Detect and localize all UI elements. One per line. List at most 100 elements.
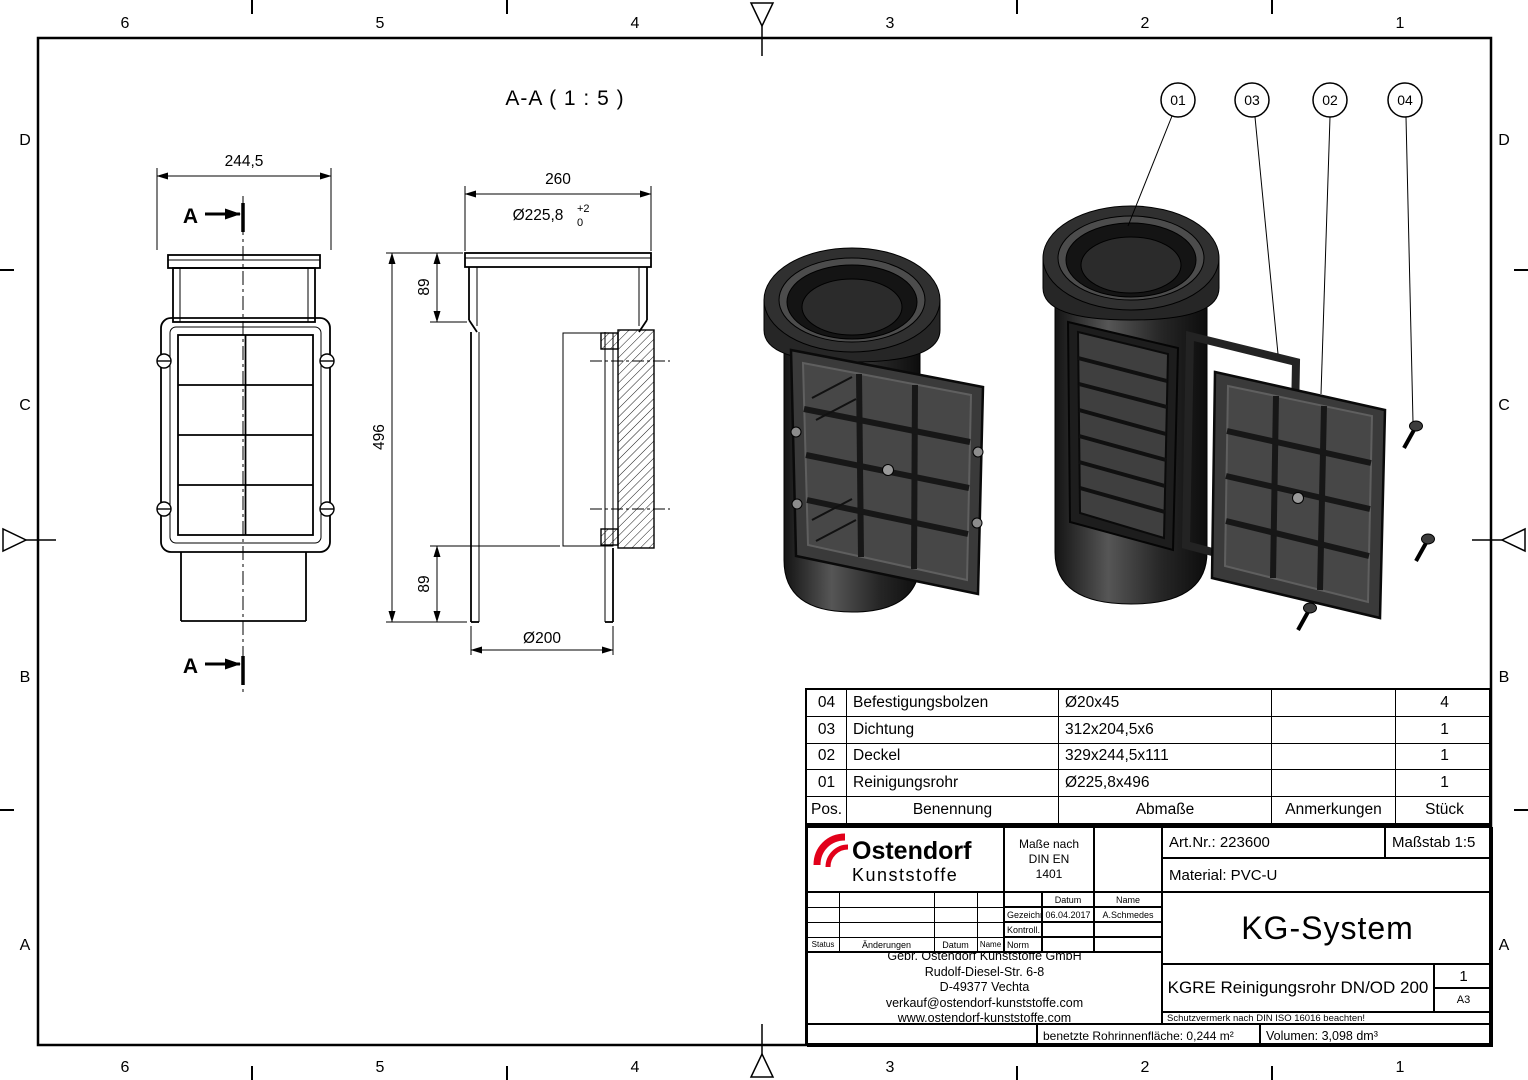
svg-text:C: C [19, 397, 31, 414]
revision-line [839, 892, 840, 952]
balloon-02: 02 [1312, 82, 1348, 395]
revision-line [934, 892, 935, 952]
louvers-assembled [811, 376, 857, 542]
svg-text:260: 260 [545, 171, 571, 188]
protection-note: Schutzvermerk nach DIN ISO 16016 beachte… [1162, 1012, 1493, 1024]
svg-text:A: A [20, 937, 31, 954]
rev-aenderungen-label: Änderungen [861, 939, 912, 950]
company-line5: www.ostendorf-kunststoffe.com [897, 1011, 1072, 1024]
part-qty: 4 [1440, 693, 1449, 711]
svg-text:496: 496 [371, 424, 388, 450]
revision-line [977, 892, 978, 952]
fixing-bolts [1296, 420, 1435, 631]
header-qty: Stück [1425, 801, 1464, 819]
empty-cell [1094, 827, 1162, 892]
svg-text:1: 1 [1396, 1059, 1405, 1076]
sig-norm-label: Norm [1004, 937, 1042, 952]
part-name: Deckel [847, 743, 1059, 770]
svg-text:89: 89 [416, 278, 433, 295]
sig-empty [1004, 892, 1042, 907]
part-dim: 312x204,5x6 [1059, 716, 1272, 743]
company-line2: Rudolf-Diesel-Str. 6-8 [924, 964, 1045, 979]
sig-name-header: Name [1094, 892, 1162, 907]
sig-gezeichn-name: A.Schmedes [1094, 907, 1162, 922]
svg-text:5: 5 [376, 1059, 385, 1076]
section-view-title: A-A ( 1 : 5 ) [505, 87, 624, 110]
svg-text:B: B [20, 669, 31, 686]
part-name: Befestigungsbolzen [847, 690, 1059, 716]
sig-norm-datum [1042, 937, 1094, 952]
part-qty: 1 [1440, 747, 1449, 765]
sig-kontroll-label: Kontroll. [1004, 922, 1042, 937]
rev-status-label: Status [811, 940, 835, 949]
svg-text:244,5: 244,5 [225, 153, 264, 170]
parts-header-row: Pos. Benennung Abmaße Anmerkungen Stück [807, 797, 1489, 823]
standard-line2: DIN EN [1028, 852, 1070, 866]
svg-text:2: 2 [1141, 15, 1150, 32]
part-notes [1272, 690, 1396, 716]
logo-swoosh-inner [825, 844, 849, 868]
sig-gezeichn-datum: 06.04.2017 [1042, 907, 1094, 922]
svg-text:+2: +2 [577, 203, 590, 215]
svg-text:2: 2 [1141, 1059, 1150, 1076]
standard-line1: Maße nach [1018, 837, 1080, 851]
part-pos: 01 [807, 770, 847, 797]
iso-view-exploded [1042, 205, 1435, 631]
svg-text:A: A [1499, 937, 1510, 954]
sig-kontroll-name [1094, 922, 1162, 937]
sig-gezeichn-label: Gezeichn. [1004, 907, 1042, 922]
logo-line2: Kunststoffe [852, 865, 958, 885]
balloon-04: 04 [1387, 82, 1423, 423]
pipe-opening [1076, 330, 1170, 540]
dim-overall-height: 496 [371, 252, 467, 623]
standard-cell: Maße nach DIN EN 1401 [1004, 827, 1094, 892]
cut-label-top: A [183, 205, 198, 228]
part-pos: 02 [807, 743, 847, 770]
dim-front-width: 244,5 [156, 153, 332, 250]
panel-bolts [790, 426, 984, 529]
part-name: Reinigungsrohr [847, 770, 1059, 797]
opening-section [562, 332, 614, 547]
balloon-03: 03 [1234, 82, 1279, 355]
parts-table: 04 Befestigungsbolzen Ø20x45 4 03 Dichtu… [805, 688, 1491, 825]
dim-pipe-dia: Ø200 [470, 626, 614, 655]
logo-line1: Ostendorf [852, 837, 972, 865]
company-line4: verkauf@ostendorf-kunststoffe.com [885, 995, 1084, 1010]
dim-socket-dia: Ø225,8 +2 0 [513, 203, 590, 229]
svg-text:89: 89 [416, 575, 433, 592]
dim-socket-depth-top: 89 [416, 252, 467, 323]
header-name: Benennung [847, 797, 1059, 823]
sig-norm-name [1094, 937, 1162, 952]
part-dim: Ø20x45 [1059, 690, 1272, 716]
part-dim: Ø225,8x496 [1059, 770, 1272, 797]
svg-text:D: D [1498, 132, 1510, 149]
svg-text:01: 01 [1170, 92, 1186, 108]
company-address: Gebr. Ostendorf Kunststoffe GmbH Rudolf-… [807, 952, 1162, 1024]
part-notes [1272, 743, 1396, 770]
parts-row-03: 03 Dichtung 312x204,5x6 1 [807, 716, 1489, 744]
svg-text:C: C [1498, 397, 1510, 414]
sheet-number: 1 [1434, 964, 1493, 988]
wetted-area: benetzte Rohrinnenfläche: 0,244 m² [1037, 1024, 1260, 1047]
material: Material: PVC-U [1162, 858, 1493, 892]
company-line3: D-49377 Vechta [939, 980, 1030, 995]
dim-depth-bottom: 89 [416, 545, 560, 623]
header-pos: Pos. [807, 797, 847, 823]
part-pos: 04 [807, 690, 847, 716]
svg-text:4: 4 [631, 15, 640, 32]
svg-text:B: B [1499, 669, 1510, 686]
svg-text:03: 03 [1244, 92, 1260, 108]
part-pos: 03 [807, 716, 847, 743]
bottom-filler [807, 1024, 1037, 1047]
svg-text:04: 04 [1397, 92, 1413, 108]
svg-text:4: 4 [631, 1059, 640, 1076]
ostendorf-logo: Ostendorf Kunststoffe [813, 833, 972, 885]
article-number: Art.Nr.: 223600 [1162, 827, 1385, 858]
svg-text:6: 6 [121, 15, 130, 32]
rev-name-label: Name [979, 940, 1002, 949]
revision-line [807, 937, 1004, 938]
parts-row-02: 02 Deckel 329x244,5x111 1 [807, 743, 1489, 771]
svg-text:D: D [19, 132, 31, 149]
